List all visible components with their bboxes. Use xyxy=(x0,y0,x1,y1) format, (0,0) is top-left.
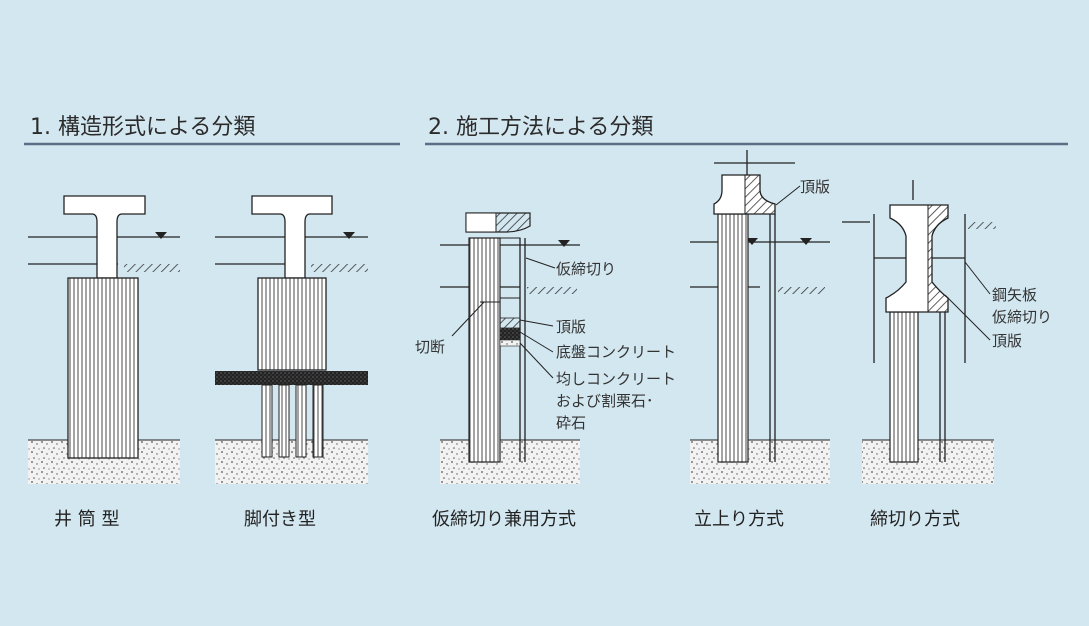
leveling-concrete xyxy=(499,339,521,347)
label-top-slab-rising: 頂版 xyxy=(800,178,830,196)
caisson-wall xyxy=(717,213,749,463)
figure-legged-type: 脚付き型 xyxy=(215,195,368,530)
caption-rising-type: 立上り方式 xyxy=(694,509,784,530)
caption-legged-type: 脚付き型 xyxy=(244,509,316,530)
ground-hatch xyxy=(968,222,996,229)
caisson-body xyxy=(257,277,327,371)
ground-hatch xyxy=(778,287,825,294)
figure-well-type: 井 筒 型 xyxy=(28,195,180,530)
ground-hatch xyxy=(124,264,180,272)
label-leveling-2: および割栗石･ xyxy=(556,392,654,410)
water-level-icon xyxy=(800,238,812,245)
label-leveling-1: 均しコンクリート xyxy=(556,370,676,388)
water-level-icon xyxy=(155,232,167,239)
soil-layer xyxy=(862,440,994,484)
leg xyxy=(312,384,324,458)
caisson-wall xyxy=(468,237,501,463)
hard-layer xyxy=(215,371,368,385)
leg xyxy=(278,384,290,458)
header-method: 2. 施工方法による分類 xyxy=(428,115,653,140)
caption-well-type: 井 筒 型 xyxy=(54,509,119,530)
label-temporary-cofferdam-2: 仮締切り xyxy=(992,308,1052,326)
water-level-icon xyxy=(746,238,758,245)
caisson-wall xyxy=(889,311,919,463)
figure-cofferdam-combined: 仮締切り 切断 頂版 底盤コンクリート 均しコンクリート および割栗石･ 砕石 … xyxy=(415,212,676,530)
water-level-icon xyxy=(558,240,570,247)
figure-cofferdam-type: 鋼矢板 仮締切り 頂版 締切り方式 xyxy=(842,180,1052,530)
caption-cofferdam-combined: 仮締切り兼用方式 xyxy=(432,509,576,530)
leg xyxy=(295,384,307,458)
figure-rising-type: 頂版 立上り方式 xyxy=(690,150,830,530)
label-top-slab-cofferdam: 頂版 xyxy=(992,332,1022,350)
soil-layer xyxy=(440,440,580,484)
top-slab xyxy=(499,317,521,329)
leg xyxy=(261,384,273,458)
caption-cofferdam-type: 締切り方式 xyxy=(870,509,960,530)
ground-hatch xyxy=(311,264,368,272)
label-steel-sheet-pile: 鋼矢板 xyxy=(992,286,1037,304)
well-caisson xyxy=(67,277,139,459)
label-leveling-3: 砕石 xyxy=(556,414,586,432)
top-slab xyxy=(744,174,776,215)
label-top-slab: 頂版 xyxy=(556,318,586,336)
soil-layer xyxy=(215,440,368,484)
ground-hatch xyxy=(527,287,577,294)
water-level-icon xyxy=(343,232,355,239)
label-cut: 切断 xyxy=(415,338,445,356)
header-structure: 1. 構造形式による分類 xyxy=(30,115,255,140)
bottom-concrete xyxy=(500,328,520,340)
label-bottom-concrete: 底盤コンクリート xyxy=(556,343,676,361)
label-temporary-cofferdam: 仮締切り xyxy=(556,260,616,278)
soil-layer xyxy=(690,440,830,484)
